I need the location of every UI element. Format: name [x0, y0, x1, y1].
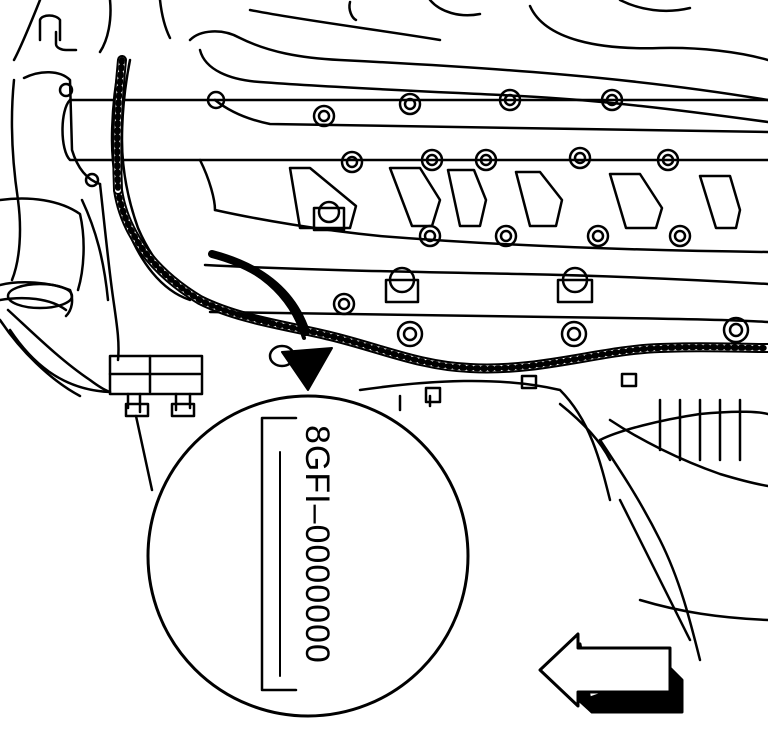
front-direction-arrow-icon — [538, 632, 684, 714]
engine-bolts — [58, 82, 750, 404]
curved-pointer-arrow-icon — [208, 250, 333, 391]
engine-block — [0, 0, 768, 662]
stamp-code-text: 8GFI–0000000 — [298, 425, 336, 664]
block-ribs — [288, 166, 742, 230]
wiring-harness — [112, 55, 768, 374]
magnified-stamp-view — [146, 394, 470, 718]
